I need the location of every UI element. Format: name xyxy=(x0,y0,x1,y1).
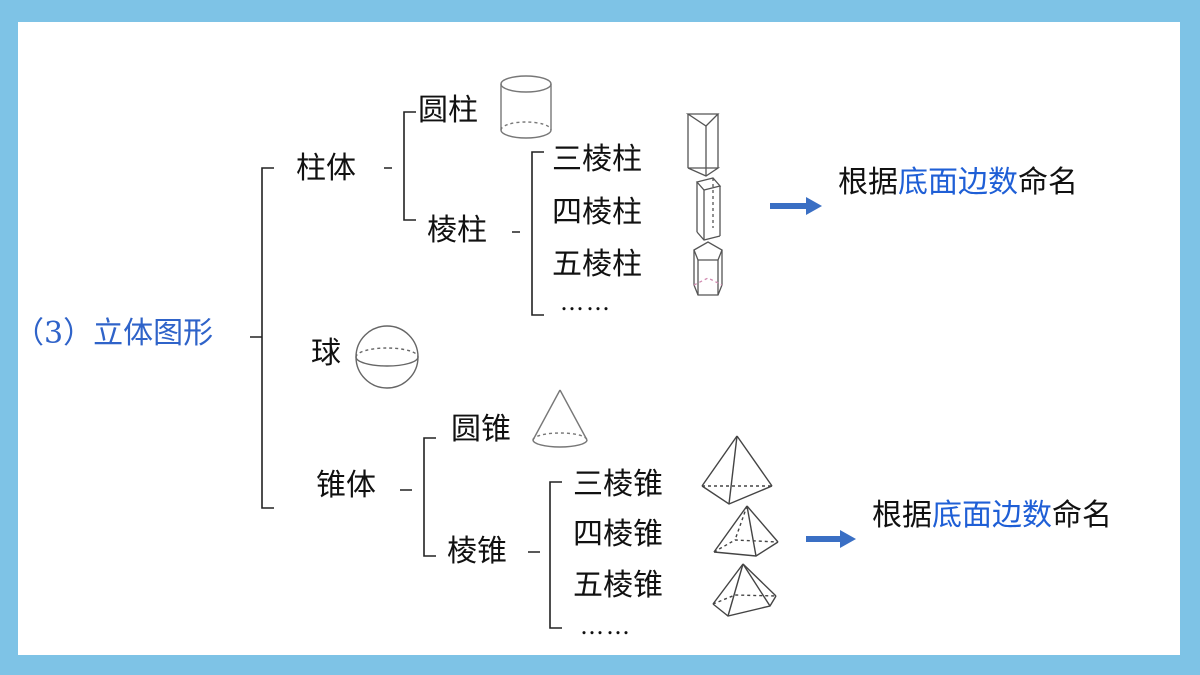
prism-item: …… xyxy=(560,288,612,316)
note-highlight: 底面边数 xyxy=(898,165,1018,200)
cylinder-icon xyxy=(500,75,552,139)
pentagonal-prism-icon xyxy=(693,241,723,296)
prism-item: 三棱柱 xyxy=(552,142,642,177)
note-text: 命名 xyxy=(1018,165,1078,200)
sphere-label: 球 xyxy=(311,336,341,371)
pyramid-item: 三棱锥 xyxy=(573,467,663,502)
slide-card xyxy=(18,22,1180,655)
sphere-icon xyxy=(355,325,419,389)
prism-item: 五棱柱 xyxy=(552,247,642,282)
prism-family-label: 柱体 xyxy=(296,151,356,186)
arrow-icon xyxy=(770,197,822,215)
square-prism-icon xyxy=(695,177,722,241)
prism-item: 四棱柱 xyxy=(552,195,642,230)
triangular-pyramid-icon xyxy=(701,435,773,505)
pyramid-item: 五棱锥 xyxy=(573,568,663,603)
note-text: 根据 xyxy=(838,165,898,200)
pyramid-item: 四棱锥 xyxy=(573,517,663,552)
prism-label: 棱柱 xyxy=(427,213,487,248)
triangular-prism-icon xyxy=(685,113,721,177)
note-text: 命名 xyxy=(1052,498,1112,533)
pyramid-item: …… xyxy=(580,612,632,640)
square-pyramid-icon xyxy=(713,505,779,557)
arrow-icon xyxy=(806,530,856,548)
note-highlight: 底面边数 xyxy=(932,498,1052,533)
prism-naming-note: 根据底面边数命名 xyxy=(838,165,1078,201)
cylinder-label: 圆柱 xyxy=(418,93,478,128)
root-label: （3）立体图形 xyxy=(14,316,214,351)
pyramid-naming-note: 根据底面边数命名 xyxy=(872,498,1112,534)
pyramid-family-label: 锥体 xyxy=(316,468,376,503)
pentagonal-pyramid-icon xyxy=(712,563,777,617)
note-text: 根据 xyxy=(872,498,932,533)
pyramid-label: 棱锥 xyxy=(447,534,507,569)
cone-icon xyxy=(532,389,588,448)
cone-label: 圆锥 xyxy=(451,412,511,447)
